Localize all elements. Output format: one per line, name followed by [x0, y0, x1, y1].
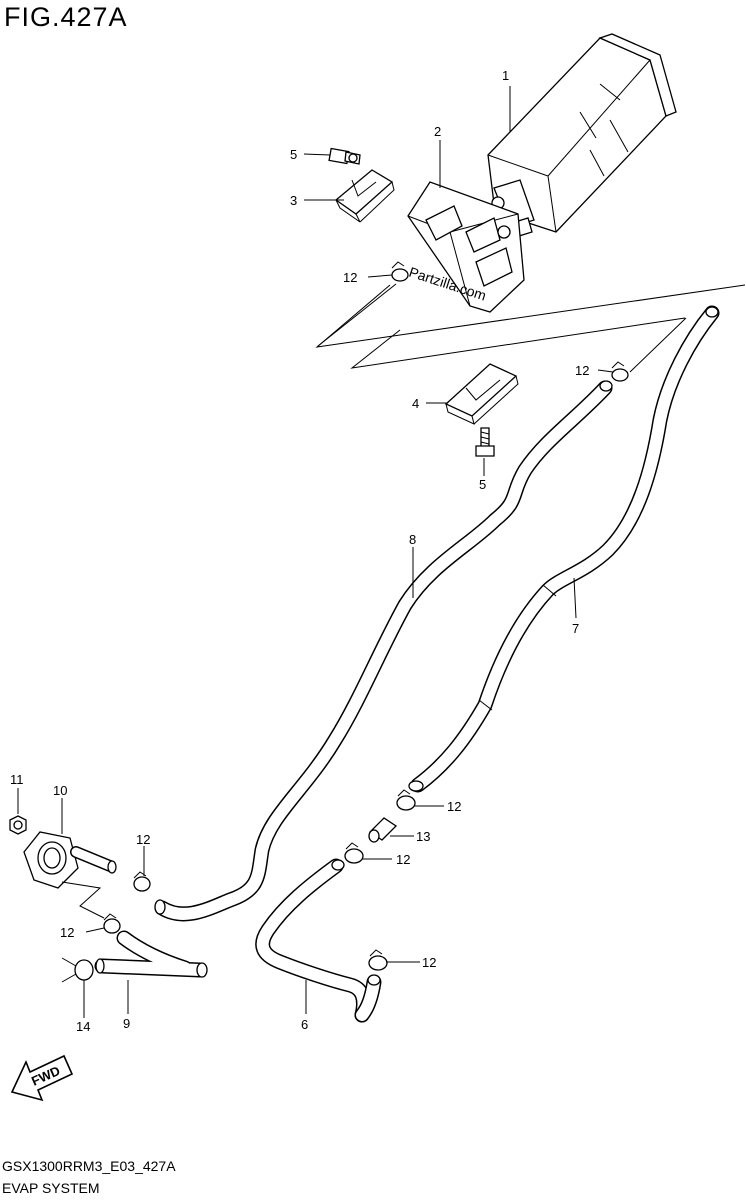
callout-12-left-1: 12	[136, 832, 150, 847]
spring-clip[interactable]	[61, 957, 94, 983]
callouts: 1 2 3 4 5 5 6 7 8 9 10 11 12 12 12 12 12…	[10, 68, 589, 1034]
nut[interactable]	[9, 815, 27, 835]
figure-name: EVAP SYSTEM	[2, 1180, 100, 1196]
clamp-left-2[interactable]	[103, 913, 121, 934]
purge-valve[interactable]	[23, 831, 117, 919]
callout-4: 4	[412, 396, 419, 411]
clamp-right-1[interactable]	[396, 789, 416, 811]
figure-code: GSX1300RRM3_E03_427A	[2, 1158, 176, 1174]
callout-5-upper: 5	[290, 147, 297, 162]
callout-5-lower: 5	[479, 477, 486, 492]
bolt-upper[interactable]	[328, 147, 361, 165]
clamp-right-2[interactable]	[344, 842, 364, 864]
callout-7: 7	[572, 621, 579, 636]
hose-7[interactable]	[408, 305, 720, 793]
clamp-hose8-top[interactable]	[611, 361, 629, 382]
callout-9: 9	[123, 1016, 130, 1031]
callout-12-upper: 12	[343, 270, 357, 285]
callout-2: 2	[434, 124, 441, 139]
callout-12-hose8: 12	[575, 363, 589, 378]
callout-3: 3	[290, 193, 297, 208]
callout-14: 14	[76, 1019, 90, 1034]
hose-6[interactable]	[255, 858, 382, 1023]
rubber-cushion-lower[interactable]	[444, 363, 519, 425]
callout-6: 6	[301, 1017, 308, 1032]
hose-8[interactable]	[154, 380, 613, 922]
connector[interactable]	[368, 817, 398, 843]
callout-12-left-2: 12	[60, 925, 74, 940]
callout-11: 11	[10, 772, 24, 787]
callout-12-right-3: 12	[422, 955, 436, 970]
clamp-upper[interactable]	[391, 261, 409, 282]
fwd-arrow: FWD	[10, 1054, 74, 1102]
bolt-lower[interactable]	[475, 427, 495, 457]
rubber-cushion-upper[interactable]	[334, 169, 395, 223]
canister[interactable]	[487, 33, 677, 237]
clamp-right-3[interactable]	[368, 949, 388, 971]
leader-lines	[17, 86, 687, 1018]
callout-12-right-2: 12	[396, 852, 410, 867]
callout-8: 8	[409, 532, 416, 547]
break-lines	[315, 284, 746, 369]
clamp-left-1[interactable]	[133, 871, 151, 892]
callout-10: 10	[53, 783, 67, 798]
callout-12-right-1: 12	[447, 799, 461, 814]
hose-9[interactable]	[94, 930, 208, 978]
figure-title: FIG.427A	[4, 2, 128, 32]
callout-1: 1	[502, 68, 509, 83]
callout-13: 13	[416, 829, 430, 844]
canister-bracket[interactable]	[407, 181, 525, 313]
